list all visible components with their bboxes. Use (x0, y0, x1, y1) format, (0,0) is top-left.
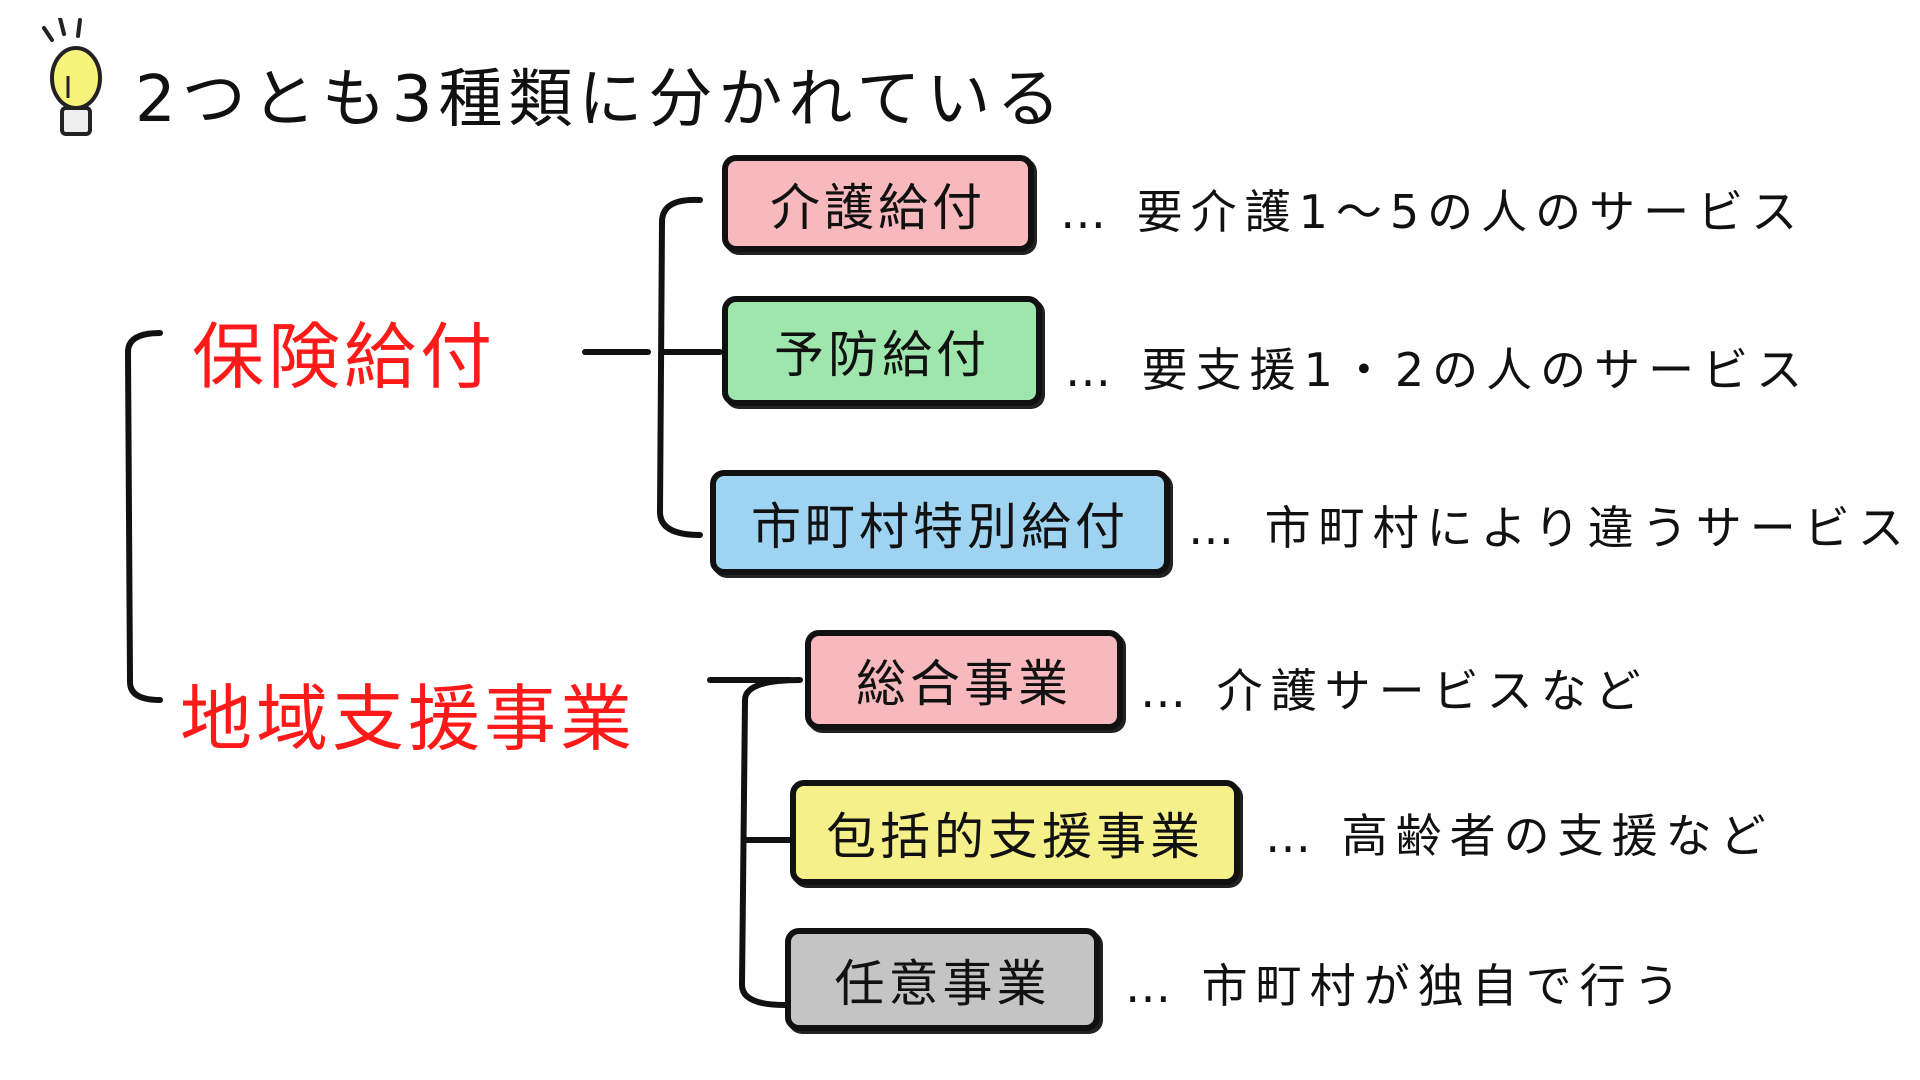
desc-sogo-jigyo: … 介護サービスなど (1140, 664, 1649, 718)
desc-kaigo-kyufu: … 要介護1〜5の人のサービス (1060, 185, 1806, 239)
desc-shichoson-tokubetsu-kyufu: … 市町村により違うサービス (1188, 501, 1912, 555)
item-sogo-jigyo: 総合事業 (805, 630, 1123, 730)
item-shichoson-tokubetsu-kyufu: 市町村特別給付 (710, 470, 1170, 575)
page-title: 2つとも3種類に分かれている (135, 63, 1067, 137)
desc-nin-i-jigyo: … 市町村が独自で行う (1125, 959, 1688, 1013)
desc-yobo-kyufu: … 要支援1・2の人のサービス (1065, 343, 1811, 397)
item-hokatsuteki-shien-jigyo: 包括的支援事業 (790, 780, 1240, 885)
category-chiiki-shien-jigyo: 地域支援事業 (180, 677, 637, 761)
item-nin-i-jigyo: 任意事業 (785, 928, 1100, 1031)
desc-hokatsuteki-shien-jigyo: … 高齢者の支援など (1265, 809, 1774, 863)
item-kaigo-kyufu: 介護給付 (722, 155, 1034, 252)
lightbulb-icon (38, 16, 118, 148)
category-hoken-kyufu: 保険給付 (192, 315, 497, 399)
item-yobo-kyufu: 予防給付 (722, 296, 1042, 406)
